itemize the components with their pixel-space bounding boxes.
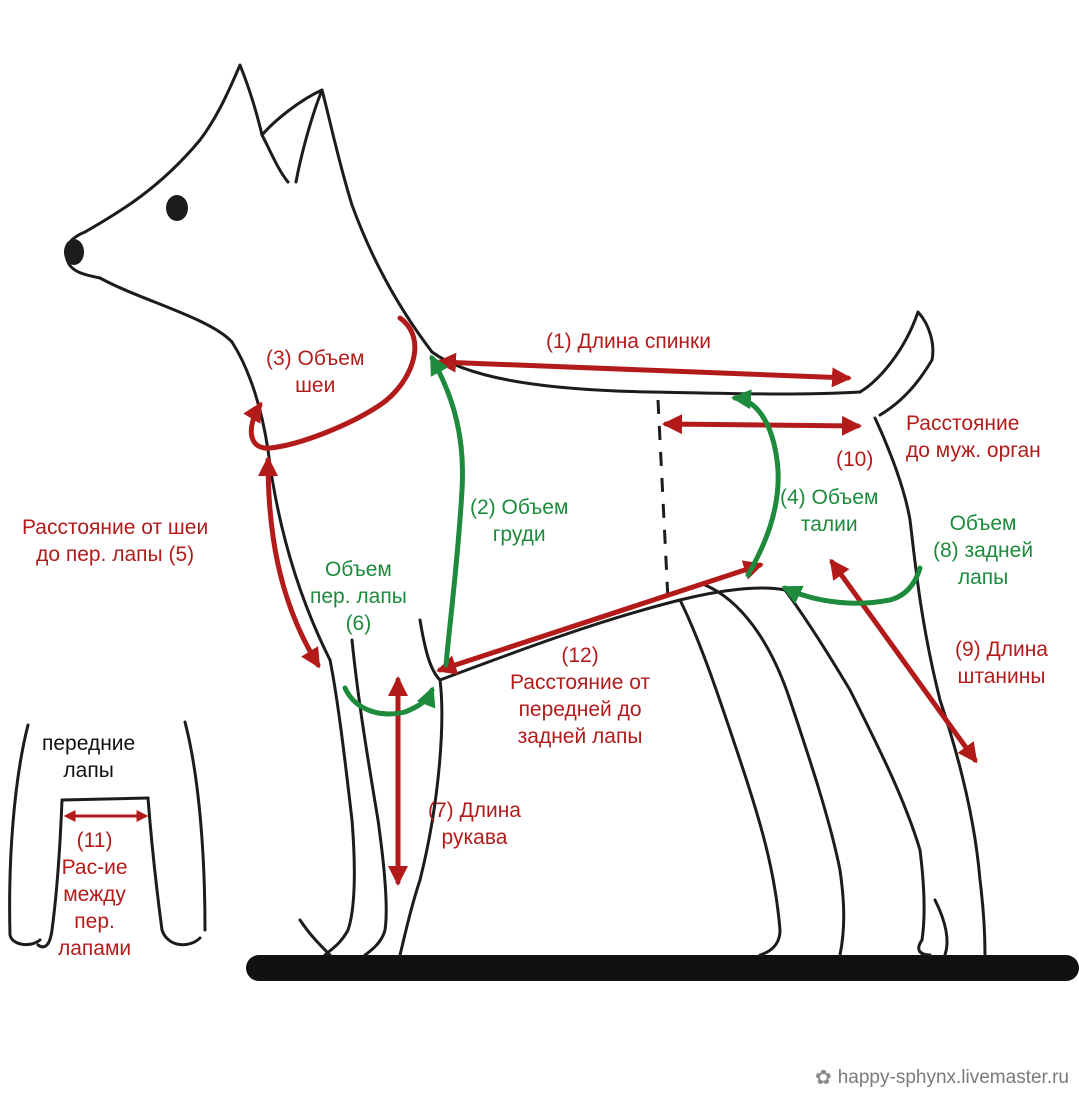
- gear-flower-icon: ✿: [814, 1067, 832, 1089]
- red-arrows: [63, 315, 978, 886]
- label-front-paw-volume: Объем пер. лапы (6): [310, 558, 407, 635]
- dog-outline: [64, 63, 987, 957]
- label-pant-length: (9) Длина штанины: [955, 638, 1048, 688]
- label-front-to-hind: (12) Расстояние от передней до задней ла…: [510, 644, 651, 748]
- watermark-text: happy-sphynx.livemaster.ru: [837, 1066, 1069, 1088]
- label-sleeve-length: (7) Длина рукава: [428, 799, 521, 849]
- watermark: ✿ happy-sphynx.livemaster.ru: [815, 1065, 1069, 1090]
- label-to-male-organ: Расстояние до муж. орган: [906, 412, 1041, 462]
- label-back-length: (1) Длина спинки: [546, 330, 711, 353]
- label-front-paws-title: передние лапы: [42, 732, 136, 782]
- label-to-male-organ-number: (10): [836, 448, 874, 471]
- label-neck-to-front-paw: Расстояние от шеи до пер. лапы (5): [22, 516, 209, 566]
- green-arrows: [342, 354, 923, 717]
- front-paws-inset: [8, 720, 207, 949]
- label-between-paws: (11) Рас-ие между пер. лапами: [58, 829, 132, 960]
- label-hind-paw-volume: Объем (8) задней лапы: [933, 512, 1034, 589]
- label-neck: (3) Объем шеи: [266, 347, 365, 397]
- ground-line: [246, 955, 1079, 981]
- label-waist: (4) Объем талии: [780, 486, 879, 536]
- label-chest: (2) Объем груди: [470, 496, 569, 546]
